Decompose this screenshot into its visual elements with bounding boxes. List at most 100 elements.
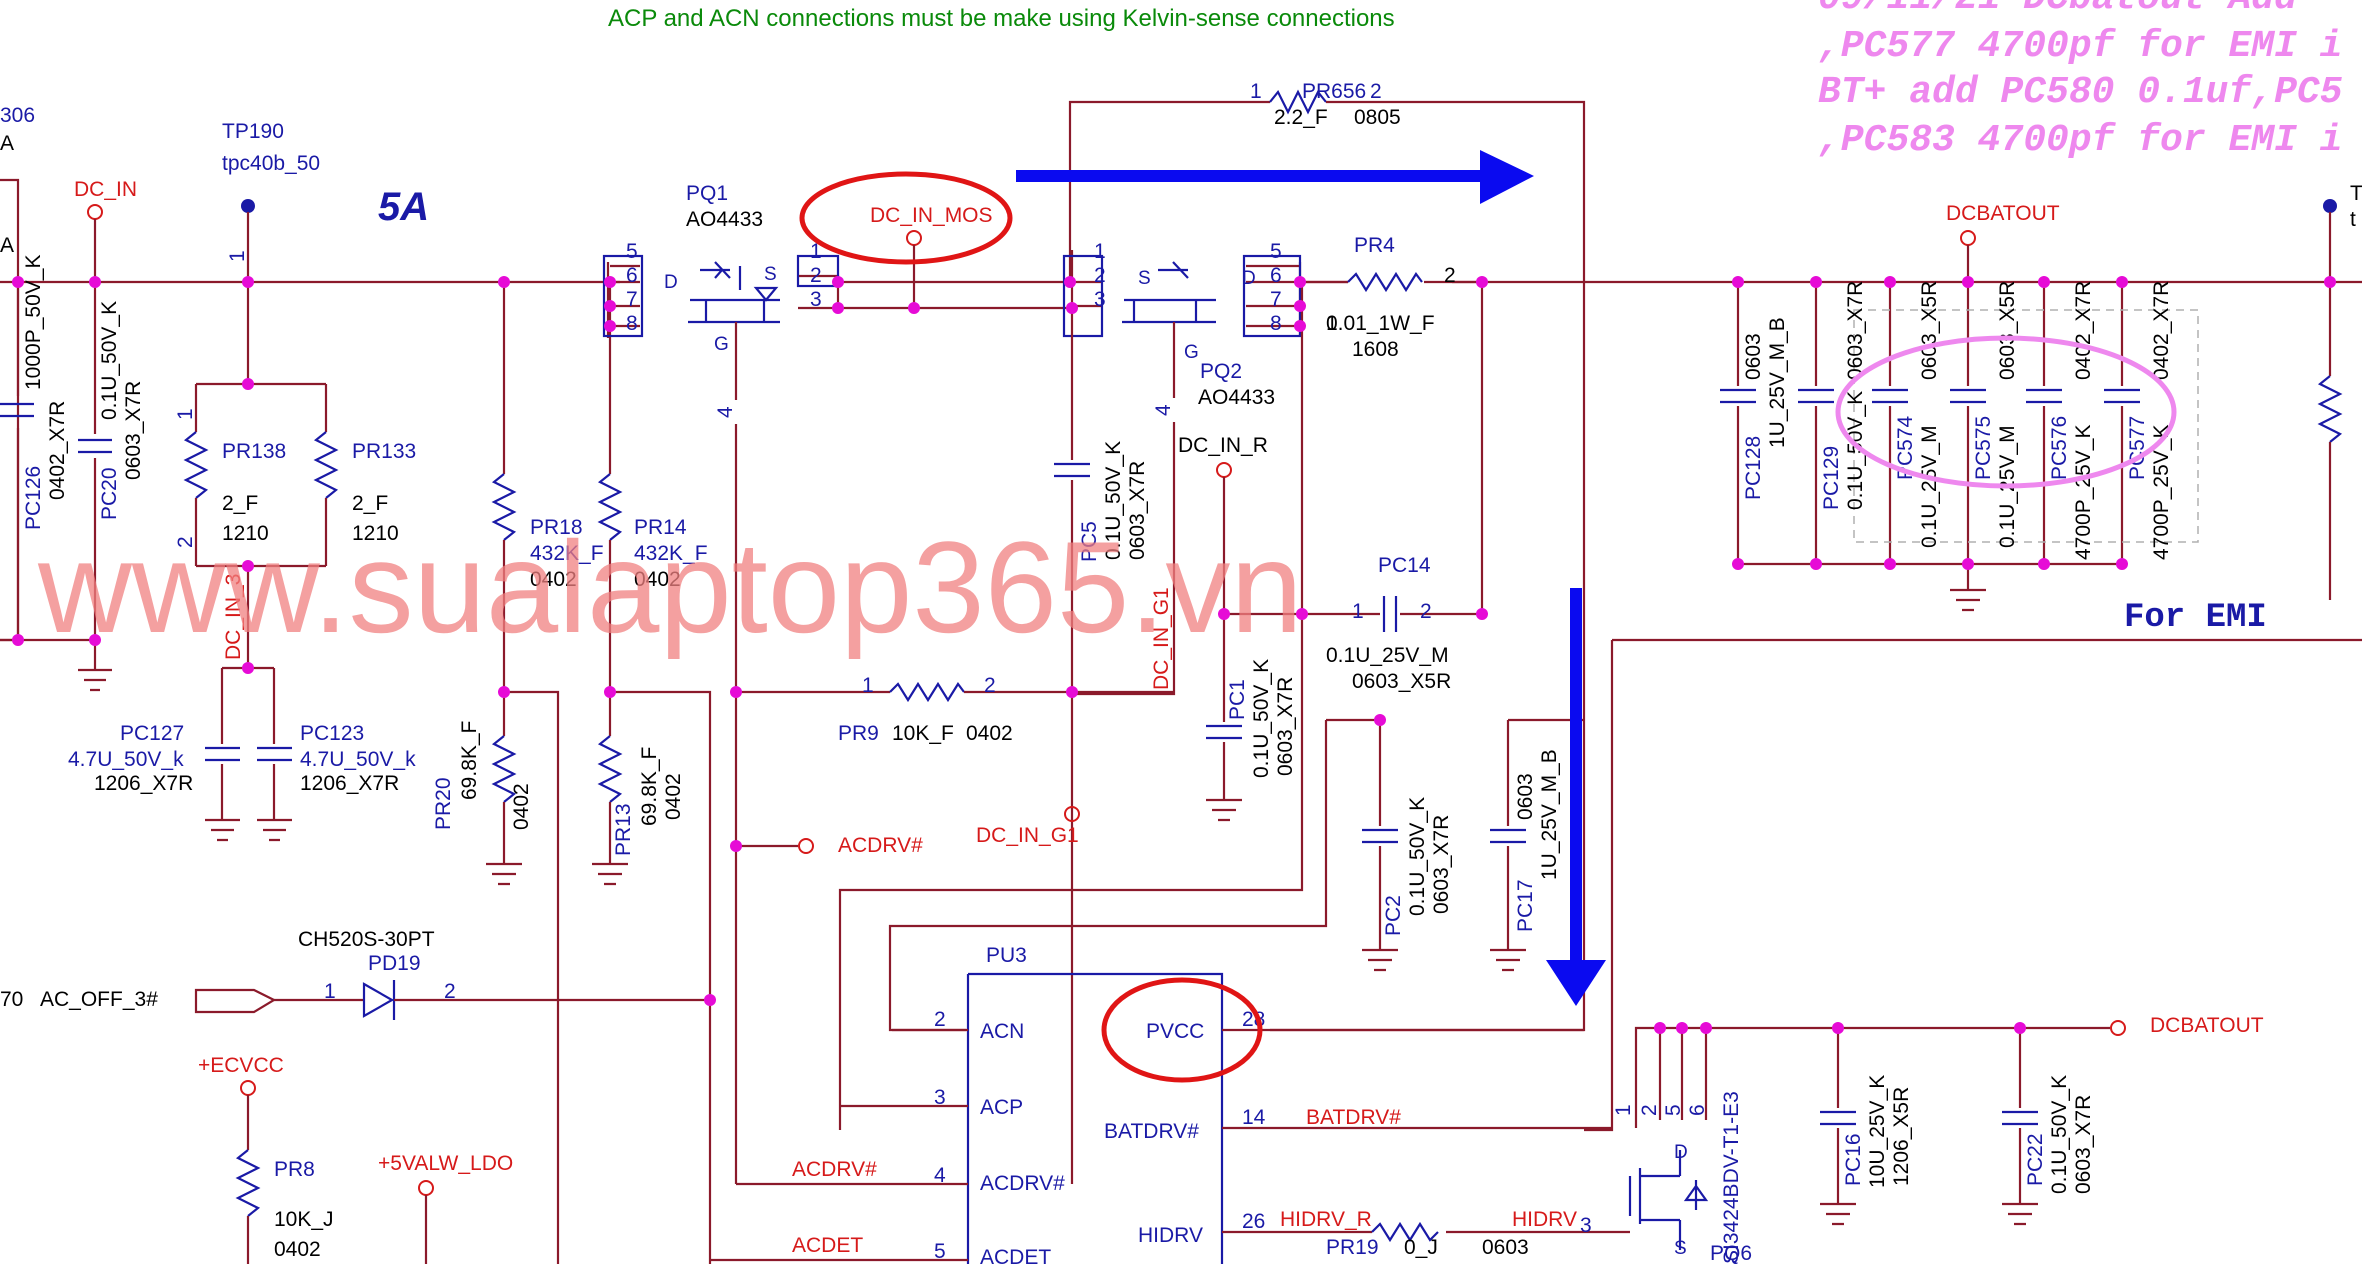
svg-text:PU3: PU3 xyxy=(986,944,1027,967)
svg-text:G: G xyxy=(714,334,729,355)
svg-text:0603: 0603 xyxy=(1742,333,1765,380)
svg-text:70: 70 xyxy=(0,988,23,1011)
svg-text:0.1U_50V_K: 0.1U_50V_K xyxy=(98,301,121,420)
svg-text:3: 3 xyxy=(934,1086,946,1109)
svg-text:DCBATOUT: DCBATOUT xyxy=(2150,1014,2264,1037)
svg-text:1210: 1210 xyxy=(222,522,269,545)
svg-text:DC_IN_MOS: DC_IN_MOS xyxy=(870,204,993,227)
svg-text:PC14: PC14 xyxy=(1378,554,1431,577)
svg-text:1U_25V_M_B: 1U_25V_M_B xyxy=(1538,749,1561,880)
svg-text:1: 1 xyxy=(1094,240,1106,263)
svg-text:DC_IN_G1: DC_IN_G1 xyxy=(976,824,1079,847)
valw-ldo-net: +5VALW_LDO xyxy=(378,1152,513,1264)
svg-text:PC123: PC123 xyxy=(300,722,364,745)
svg-text:PR20: PR20 xyxy=(432,777,455,830)
pr14-pr13-divider: PR14 432K_F 0402 PR13 69.8K_F 0402 xyxy=(592,334,712,1264)
svg-text:0603_X7R: 0603_X7R xyxy=(1126,461,1149,560)
junction-dots xyxy=(12,276,2336,1034)
svg-text:6: 6 xyxy=(1686,1104,1709,1116)
svg-text:+5VALW_LDO: +5VALW_LDO xyxy=(378,1152,513,1175)
ecvcc-net: +ECVCC PR8 10K_J 0402 xyxy=(198,1054,334,1264)
svg-text:0603_X5R: 0603_X5R xyxy=(1352,670,1451,693)
pq2-mosfet: PQ2 AO4433 1 2 3 5 6 7 8 S D G 4 xyxy=(838,240,1304,1130)
svg-text:1206_X5R: 1206_X5R xyxy=(1890,1087,1913,1186)
svg-text:PR4: PR4 xyxy=(1354,234,1395,257)
svg-text:PQ1: PQ1 xyxy=(686,182,728,205)
svg-text:26: 26 xyxy=(1242,1210,1265,1233)
svg-text:PR18: PR18 xyxy=(530,516,583,539)
svg-text:432K_F: 432K_F xyxy=(634,542,708,565)
left-edge-parts: 306 A A PC126 1000P_50V_K 0402_X7R 70 xyxy=(0,104,69,1011)
svg-text:PR19: PR19 xyxy=(1326,1236,1379,1259)
svg-text:DCBATOUT: DCBATOUT xyxy=(1946,202,2060,225)
svg-text:2: 2 xyxy=(444,980,456,1003)
svg-text:4: 4 xyxy=(1152,404,1175,416)
svg-text:PC22: PC22 xyxy=(2024,1133,2047,1186)
svg-text:306: 306 xyxy=(0,104,35,127)
svg-text:+ECVCC: +ECVCC xyxy=(198,1054,284,1077)
svg-text:G: G xyxy=(1184,342,1199,363)
svg-text:0402_X7R: 0402_X7R xyxy=(46,401,69,500)
svg-text:AO4433: AO4433 xyxy=(686,208,763,231)
svg-text:0402: 0402 xyxy=(966,722,1013,745)
svg-text:PQ2: PQ2 xyxy=(1200,360,1242,383)
for-emi-label: For EMI xyxy=(2124,599,2267,637)
svg-text:0402: 0402 xyxy=(510,783,533,830)
svg-text:2: 2 xyxy=(934,1008,946,1031)
svg-text:6: 6 xyxy=(1270,264,1282,287)
svg-text:4.7U_50V_k: 4.7U_50V_k xyxy=(300,748,416,771)
dc-in-net: DC_IN xyxy=(74,178,137,282)
pr138-pr133-resistors: PR138 2_F 1210 PR133 2_F 1210 1 2 DC_IN_… xyxy=(174,282,416,668)
svg-text:2: 2 xyxy=(174,536,197,548)
svg-text:DC_IN_3: DC_IN_3 xyxy=(222,574,245,660)
svg-text:HIDRV_R: HIDRV_R xyxy=(1280,1208,1372,1231)
svg-text:T: T xyxy=(2350,182,2362,205)
svg-text:ACDRV#: ACDRV# xyxy=(980,1172,1065,1195)
svg-text:6: 6 xyxy=(626,264,638,287)
svg-text:AC_OFF_3#: AC_OFF_3# xyxy=(40,988,158,1011)
pu3-charger-ic: PU3 2 3 4 5 ACN ACP ACDRV# ACDET ACDRV# … xyxy=(710,944,1630,1264)
svg-text:4.7U_50V_k: 4.7U_50V_k xyxy=(68,748,184,771)
svg-text:PVCC: PVCC xyxy=(1146,1020,1204,1043)
svg-text:0603_X5R: 0603_X5R xyxy=(1918,281,1941,380)
svg-text:ACDET: ACDET xyxy=(792,1234,863,1257)
svg-text:2_F: 2_F xyxy=(222,492,258,515)
svg-text:5: 5 xyxy=(626,240,638,263)
svg-text:0_J: 0_J xyxy=(1404,1236,1438,1259)
svg-text:BATDRV#: BATDRV# xyxy=(1306,1106,1401,1129)
svg-text:PR13: PR13 xyxy=(612,803,635,856)
svg-text:PC16: PC16 xyxy=(1842,1133,1865,1186)
svg-text:BATDRV#: BATDRV# xyxy=(1104,1120,1199,1143)
svg-text:TP190: TP190 xyxy=(222,120,284,143)
pc5-capacitor: PC5 0.1U_50V_K 0603_X7R DC_IN_G1 xyxy=(1054,308,1173,1184)
svg-text:8: 8 xyxy=(1270,312,1282,335)
svg-text:D: D xyxy=(1242,268,1256,289)
svg-text:tpc40b_50: tpc40b_50 xyxy=(222,152,320,175)
svg-text:8: 8 xyxy=(626,312,638,335)
svg-text:1: 1 xyxy=(1612,1104,1635,1116)
svg-text:PR9: PR9 xyxy=(838,722,879,745)
svg-text:7: 7 xyxy=(626,288,638,311)
svg-text:2: 2 xyxy=(1420,600,1432,623)
svg-text:PC17: PC17 xyxy=(1514,879,1537,932)
svg-text:0.01_1W_F: 0.01_1W_F xyxy=(1326,312,1435,335)
svg-text:CH520S-30PT: CH520S-30PT xyxy=(298,928,435,951)
revision-note-line: 09/11/21 DCbatout Add xyxy=(1818,0,2298,20)
svg-text:PC1: PC1 xyxy=(1226,679,1249,720)
svg-text:3: 3 xyxy=(1580,1214,1592,1237)
svg-text:ACDET: ACDET xyxy=(980,1246,1051,1264)
svg-text:A: A xyxy=(0,234,14,257)
dc-in-r-net: DC_IN_R PC1 0.1U_50V_K 0603_X7R xyxy=(1178,434,1297,822)
svg-text:t: t xyxy=(2350,208,2356,231)
svg-text:PR133: PR133 xyxy=(352,440,416,463)
svg-text:432K_F: 432K_F xyxy=(530,542,604,565)
svg-text:ACDRV#: ACDRV# xyxy=(838,834,923,857)
svg-text:1: 1 xyxy=(1326,312,1338,335)
svg-text:S: S xyxy=(1674,1238,1687,1259)
svg-text:SI3424BDV-T1-E3: SI3424BDV-T1-E3 xyxy=(1720,1091,1743,1264)
revision-note-line: BT+ add PC580 0.1uf,PC5 xyxy=(1818,71,2343,114)
svg-text:1: 1 xyxy=(1250,80,1262,103)
revision-note-line: ,PC583 4700pf for EMI i xyxy=(1818,119,2343,162)
svg-text:1U_25V_M_B: 1U_25V_M_B xyxy=(1766,317,1789,448)
